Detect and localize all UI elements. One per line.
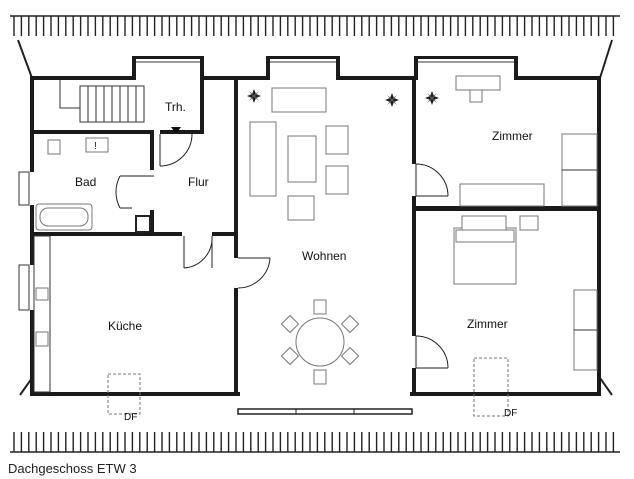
window-wohnen [237, 408, 413, 415]
roof-hatch-top [10, 15, 620, 36]
roof-window-right [473, 357, 509, 417]
plant-icon [247, 89, 439, 107]
bathroom-fixtures: ! [35, 137, 109, 231]
kitchen-left-wall [33, 235, 51, 393]
window-left [18, 171, 30, 311]
roof-hatch-right [599, 39, 613, 396]
roof-window-label-right: DF [504, 408, 517, 419]
svg-text:!: ! [94, 141, 97, 152]
zimmer-top-furniture [455, 75, 598, 207]
room-label-flur: Flur [188, 175, 209, 189]
room-label-kueche: Küche [108, 319, 142, 333]
room-label-bad: Bad [75, 175, 96, 189]
doors [115, 133, 449, 369]
roof-hatch-bottom [10, 432, 620, 453]
outer-walls [30, 56, 601, 396]
plan-caption: Dachgeschoss ETW 3 [8, 461, 137, 476]
duct [135, 215, 151, 233]
stair-arrow-icon [171, 127, 181, 134]
zimmer-bottom-furniture [453, 215, 598, 371]
roof-window-left [107, 373, 141, 415]
staircase [59, 80, 145, 123]
room-label-zimmer-top: Zimmer [492, 129, 533, 143]
roof-window-label-left: DF [124, 412, 137, 423]
interior-walls [32, 80, 597, 396]
roof-hatch-left [17, 39, 33, 396]
kitchen-counter [35, 287, 49, 347]
living-room-furniture [249, 87, 360, 385]
room-label-zimmer-bottom: Zimmer [467, 317, 508, 331]
room-label-wohnen: Wohnen [302, 249, 346, 263]
room-label-treppenhaus: Trh. [165, 100, 186, 114]
